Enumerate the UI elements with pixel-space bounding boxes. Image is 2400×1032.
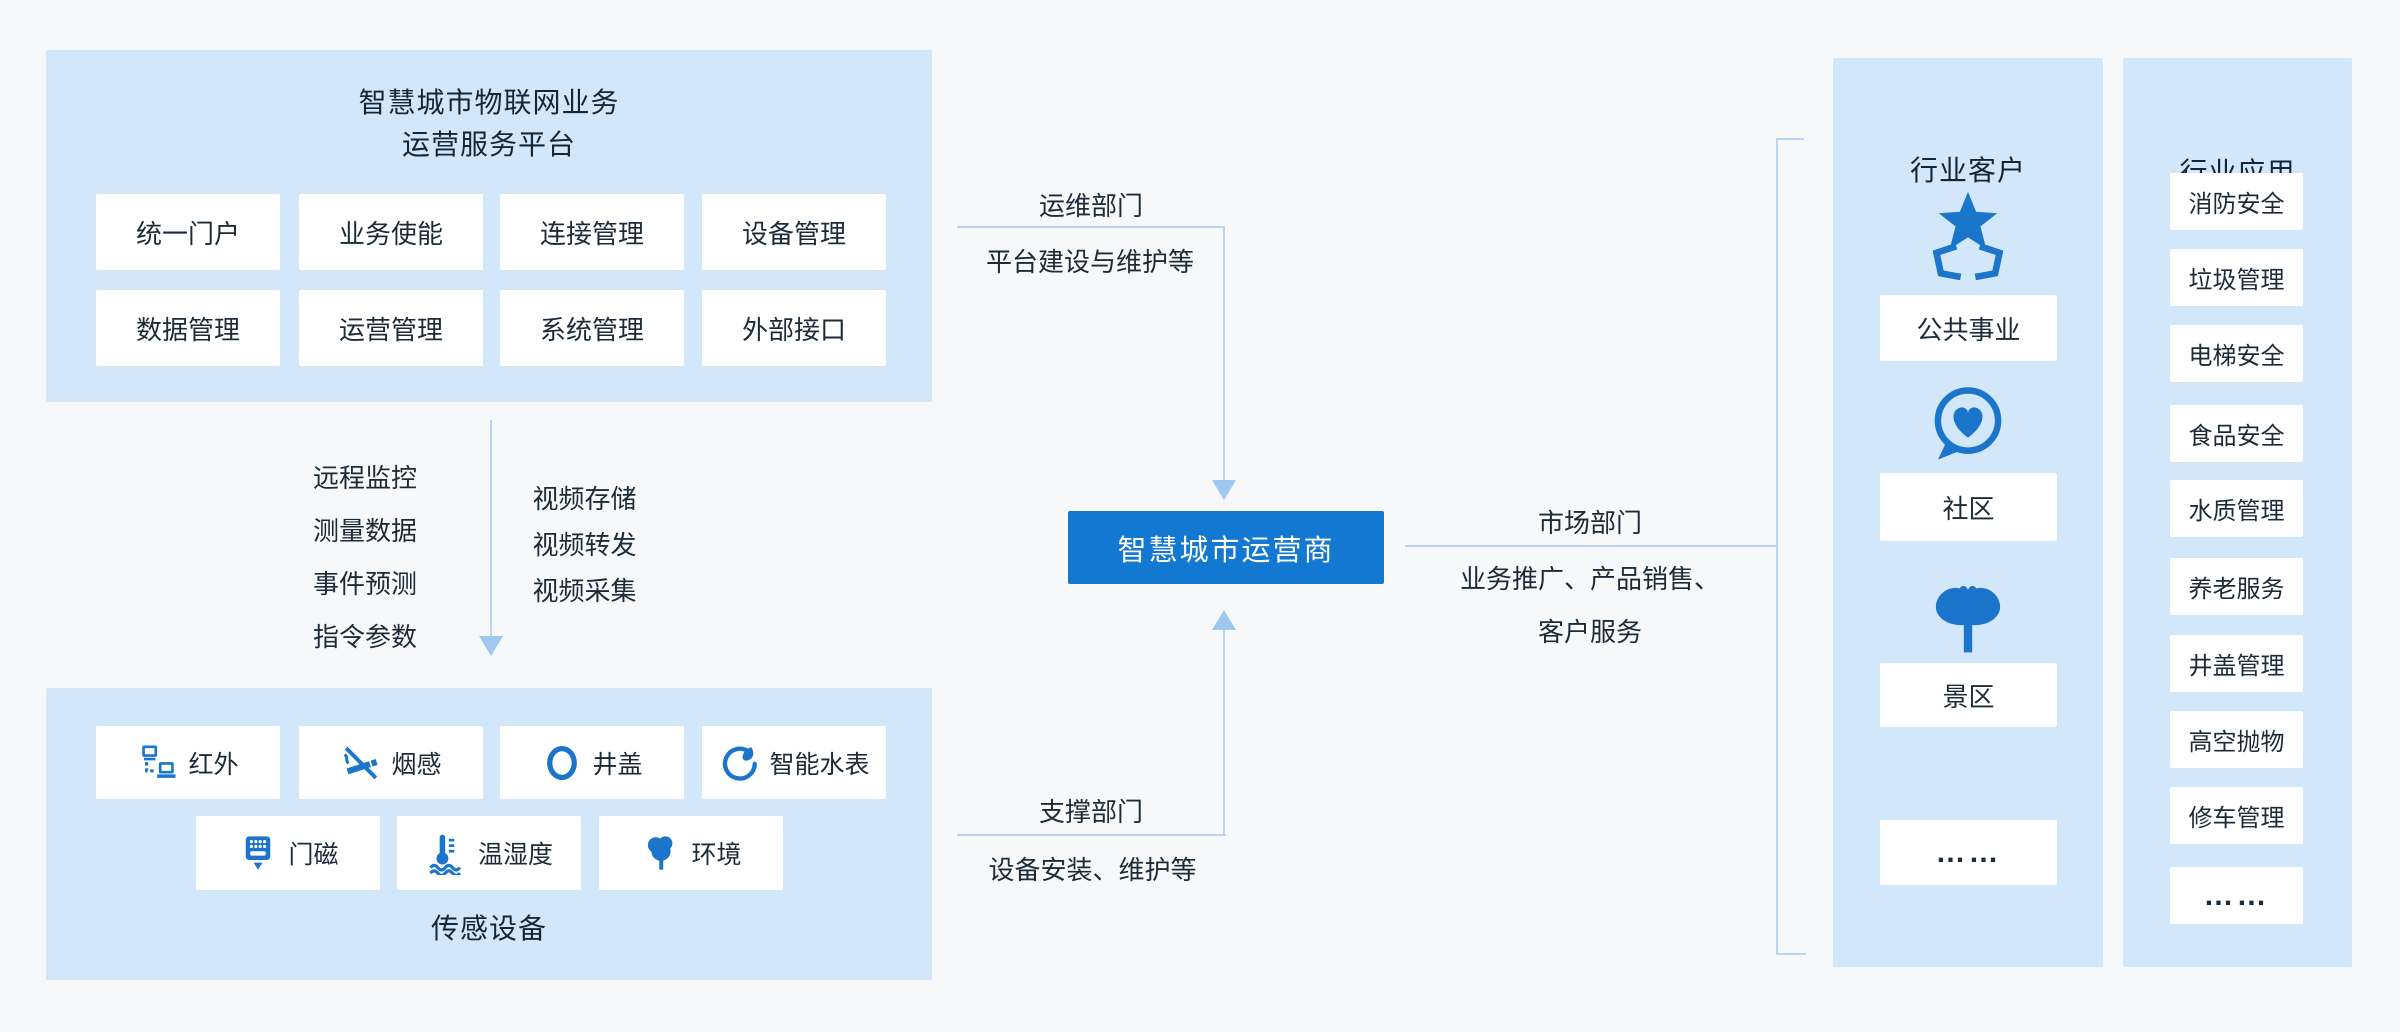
- customer-card: 社区: [1880, 473, 2057, 541]
- uplink-label: 测量数据: [312, 516, 417, 546]
- infrared-icon: [142, 745, 176, 778]
- ops-to-operator-line: [1223, 226, 1225, 482]
- sensor-card: 智能水表: [702, 726, 886, 799]
- module-card: 统一门户: [96, 194, 280, 270]
- sensor-card-label: 烟感: [391, 750, 442, 779]
- manhole-icon: [547, 745, 578, 780]
- platform-title-line2: 运营服务平台: [401, 129, 576, 160]
- sensor-card: 井盖: [500, 726, 684, 799]
- customers-panel: 行业客户 公共事业 社区 景区 ……: [1833, 58, 2103, 967]
- application-card: 水质管理: [2170, 480, 2303, 537]
- sensor-card: 温湿度: [397, 816, 581, 890]
- ops-department-line: [957, 226, 1224, 228]
- ops-department-desc: 平台建设与维护等: [985, 247, 1194, 277]
- video-label-list: 视频存储 视频转发 视频采集: [512, 476, 657, 614]
- platform-to-sensors-line: [490, 420, 492, 638]
- uplink-label: 事件预测: [312, 569, 417, 599]
- down-arrowhead-icon: [479, 636, 503, 656]
- smoke-icon: [344, 746, 379, 779]
- module-card: 运营管理: [299, 290, 483, 366]
- module-card: 业务使能: [299, 194, 483, 270]
- application-card: ……: [2170, 867, 2303, 924]
- sensor-card-label: 环境: [691, 841, 742, 869]
- customer-icon-wrap: [1833, 580, 2103, 658]
- market-department-name: 市场部门: [1537, 508, 1642, 538]
- ops-department-name: 运维部门: [1038, 191, 1143, 221]
- support-department-line: [957, 834, 1226, 836]
- video-label: 视频存储: [532, 484, 637, 514]
- sensor-card: 红外: [96, 726, 280, 799]
- water-meter-icon: [723, 746, 758, 781]
- sensor-card: 环境: [599, 816, 783, 890]
- platform-panel: 智慧城市物联网业务 运营服务平台 统一门户 业务使能 连接管理 设备管理 数据管…: [46, 50, 932, 402]
- platform-title: 智慧城市物联网业务 运营服务平台: [46, 82, 932, 166]
- application-card: 井盖管理: [2170, 635, 2303, 692]
- applications-panel: 行业应用 消防安全 垃圾管理 电梯安全 食品安全 水质管理 养老服务 井盖管理 …: [2123, 58, 2352, 967]
- uplink-label: 指令参数: [312, 622, 417, 652]
- support-department-name: 支撑部门: [1038, 797, 1143, 827]
- video-label: 视频采集: [532, 576, 637, 606]
- uplink-label: 远程监控: [312, 463, 417, 493]
- tree-icon: [1935, 585, 2001, 653]
- application-card: 养老服务: [2170, 558, 2303, 615]
- module-card: 设备管理: [702, 194, 886, 270]
- sensor-card-label: 井盖: [592, 750, 643, 779]
- application-card: 食品安全: [2170, 405, 2303, 462]
- application-card: 垃圾管理: [2170, 249, 2303, 306]
- bracket-bottom-stub: [1776, 953, 1806, 955]
- down-arrowhead-icon: [1212, 480, 1236, 500]
- operator-box: 智慧城市运营商: [1068, 511, 1384, 584]
- uplink-label-list: 远程监控 测量数据 事件预测 指令参数: [280, 452, 450, 664]
- support-department-desc: 设备安装、维护等: [988, 855, 1197, 885]
- heart-bubble-icon: [1934, 387, 2002, 460]
- application-card: 修车管理: [2170, 787, 2303, 844]
- bracket-top-stub: [1776, 138, 1804, 140]
- customer-card: ……: [1880, 820, 2057, 885]
- sensor-panel: 红外 烟感 井盖 智能水表: [46, 688, 932, 980]
- application-card: 高空抛物: [2170, 711, 2303, 768]
- environment-icon: [648, 836, 673, 870]
- market-department-line: [1405, 545, 1777, 547]
- sensor-card-label: 门磁: [288, 841, 339, 869]
- module-card: 连接管理: [500, 194, 684, 270]
- bracket-vertical-line: [1776, 138, 1778, 955]
- support-to-operator-line: [1223, 630, 1225, 835]
- customer-card: 景区: [1880, 663, 2057, 727]
- module-card: 外部接口: [702, 290, 886, 366]
- up-arrowhead-icon: [1212, 610, 1236, 630]
- sensor-card-label: 温湿度: [477, 841, 553, 869]
- platform-title-line1: 智慧城市物联网业务: [358, 87, 620, 118]
- customers-title: 行业客户: [1909, 155, 2026, 186]
- market-department-desc1: 业务推广、产品销售、: [1459, 564, 1720, 594]
- module-card: 数据管理: [96, 290, 280, 366]
- sensor-card-label: 智能水表: [769, 750, 870, 779]
- door-magnet-icon: [246, 836, 271, 870]
- sensor-panel-caption: 传感设备: [430, 913, 547, 944]
- customer-card: 公共事业: [1880, 295, 2057, 361]
- module-card: 系统管理: [500, 290, 684, 366]
- customer-icon-wrap: [1833, 186, 2103, 280]
- sensor-card: 烟感: [299, 726, 483, 799]
- market-department-desc2: 客户服务: [1537, 617, 1642, 647]
- customer-icon-wrap: [1833, 384, 2103, 462]
- sensor-card-label: 红外: [188, 750, 239, 779]
- application-card: 消防安全: [2170, 173, 2303, 230]
- application-card: 电梯安全: [2170, 325, 2303, 382]
- video-label: 视频转发: [532, 530, 637, 560]
- temp-humidity-icon: [429, 834, 462, 875]
- star-icon: [1932, 191, 2004, 280]
- sensor-card: 门磁: [196, 816, 380, 890]
